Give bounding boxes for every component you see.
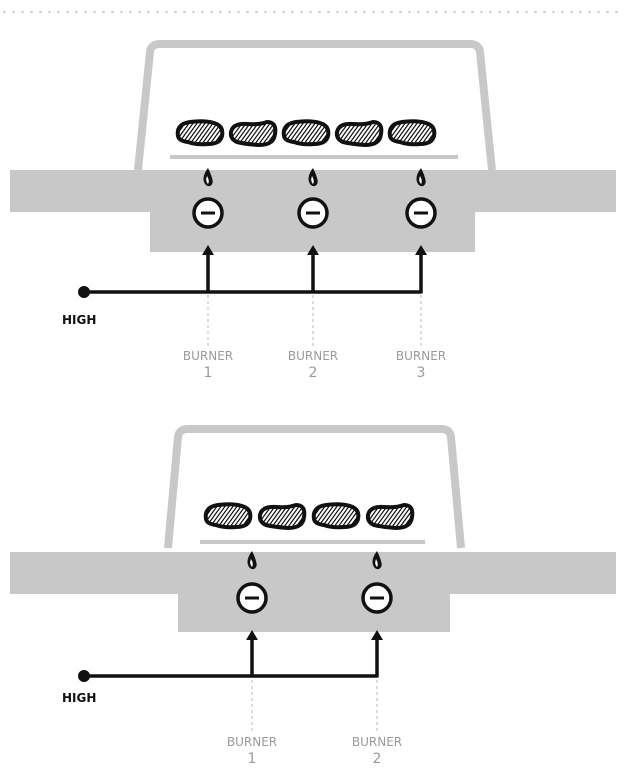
high-label: HIGH — [62, 313, 96, 327]
arrow-up-icon — [246, 630, 258, 640]
steak-row — [203, 502, 415, 530]
burner-knob-icon — [405, 197, 437, 229]
burner-number: 2 — [373, 751, 382, 767]
burner-label: BURNER — [183, 349, 233, 363]
grill-lid — [164, 425, 465, 549]
grill-lid — [134, 40, 496, 171]
gas-line — [78, 630, 383, 682]
burner-number: 1 — [248, 751, 257, 767]
steak-icon — [334, 120, 384, 147]
flame-icon — [247, 551, 257, 570]
steak-icon — [281, 119, 331, 147]
steak-icon — [175, 119, 225, 147]
flame-icon — [203, 168, 213, 187]
diagram-three-burners: HIGH BURNER 1 BURNER 2 BURNER 3 — [10, 40, 616, 381]
diagram-two-burners: HIGH BURNER 1 BURNER 2 — [10, 425, 616, 767]
burner-number: 3 — [417, 365, 426, 381]
steak-row — [175, 119, 437, 147]
burner-knob-icon — [361, 582, 393, 614]
flame-icon — [308, 168, 318, 187]
steak-icon — [203, 502, 253, 530]
steak-icon — [228, 120, 278, 147]
grill-body — [178, 580, 450, 632]
burner-label: BURNER — [227, 735, 277, 749]
arrow-up-icon — [371, 630, 383, 640]
steak-icon — [311, 502, 361, 530]
flame-icon — [372, 551, 382, 570]
arrow-up-icon — [307, 245, 319, 255]
burner-label: BURNER — [288, 349, 338, 363]
burner-label: BURNER — [352, 735, 402, 749]
high-label: HIGH — [62, 691, 96, 705]
gas-line — [78, 245, 427, 298]
steak-icon — [365, 503, 415, 530]
arrow-up-icon — [415, 245, 427, 255]
burner-knob-icon — [236, 582, 268, 614]
burner-number: 1 — [204, 365, 213, 381]
burner-label: BURNER — [396, 349, 446, 363]
burner-knob-icon — [192, 197, 224, 229]
arrow-up-icon — [202, 245, 214, 255]
flame-icon — [416, 168, 426, 187]
steak-icon — [387, 119, 437, 147]
burner-knob-icon — [297, 197, 329, 229]
burner-number: 2 — [309, 365, 318, 381]
steak-icon — [257, 503, 307, 530]
